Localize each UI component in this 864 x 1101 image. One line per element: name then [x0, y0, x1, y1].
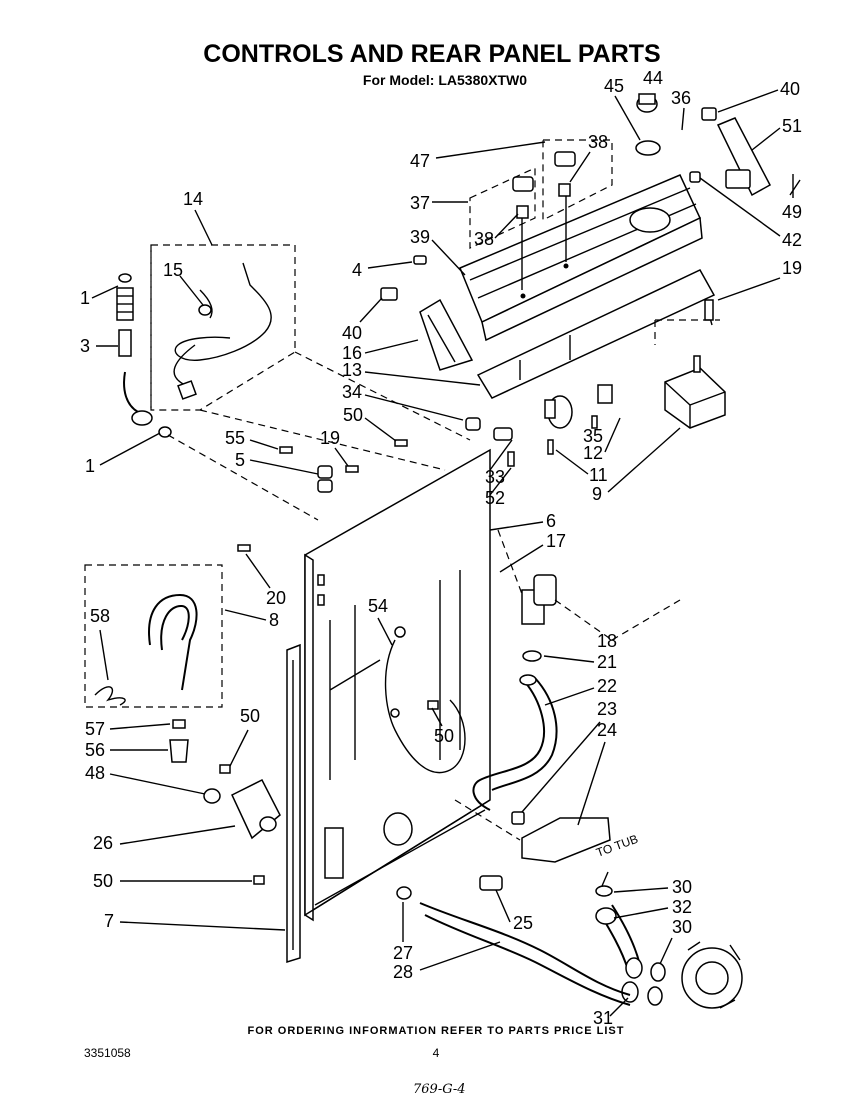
- handwritten-code: 769-G-4: [413, 1082, 466, 1097]
- ordering-note: FOR ORDERING INFORMATION REFER TO PARTS …: [248, 1025, 625, 1037]
- callout-33: 33: [485, 467, 505, 487]
- callout-27: 27: [393, 943, 413, 963]
- callout-42: 42: [782, 230, 802, 250]
- knob-group-box-37: [469, 167, 536, 249]
- callout-38: 38: [588, 132, 608, 152]
- control-knobs: [512, 93, 661, 290]
- callout-17: 17: [546, 531, 566, 551]
- callout-50: 50: [343, 405, 363, 425]
- drain-hose-kit: [84, 564, 223, 763]
- doc-number: 3351058: [84, 1046, 131, 1060]
- console-panel: [459, 174, 703, 342]
- callout-6: 6: [546, 511, 556, 531]
- assembly-lines: [167, 319, 720, 841]
- to-tub-arrow: [601, 871, 609, 887]
- callout-56: 56: [85, 740, 105, 760]
- callout-20: 20: [266, 588, 286, 608]
- callout-44: 44: [643, 68, 663, 88]
- callout-19: 19: [320, 428, 340, 448]
- callout-45: 45: [604, 76, 624, 96]
- callout-37: 37: [410, 193, 430, 213]
- callout-49: 49: [782, 202, 802, 222]
- selector-switches: [465, 384, 613, 467]
- knob-group-box-47: [542, 139, 613, 221]
- callout-23: 23: [597, 699, 617, 719]
- callout-12: 12: [583, 443, 603, 463]
- callout-40: 40: [342, 323, 362, 343]
- callout-36: 36: [671, 88, 691, 108]
- callout-21: 21: [597, 652, 617, 672]
- callout-25: 25: [513, 913, 533, 933]
- callout-24: 24: [597, 720, 617, 740]
- callout-47: 47: [410, 151, 430, 171]
- callout-54: 54: [368, 596, 388, 616]
- callout-3: 3: [80, 336, 90, 356]
- callout-26: 26: [93, 833, 113, 853]
- callout-58: 58: [90, 606, 110, 626]
- callout-30: 30: [672, 877, 692, 897]
- model-subtitle: For Model: LA5380XTW0: [363, 72, 527, 88]
- callout-40: 40: [780, 79, 800, 99]
- page-number: 4: [433, 1046, 440, 1060]
- callout-1: 1: [85, 456, 95, 476]
- callout-38: 38: [474, 229, 494, 249]
- callout-28: 28: [393, 962, 413, 982]
- end-cap-left: [380, 255, 474, 371]
- callout-16: 16: [342, 343, 362, 363]
- air-dome: [511, 811, 611, 863]
- drain-hose: [396, 875, 631, 1006]
- callout-18: 18: [597, 631, 617, 651]
- callout-35: 35: [583, 426, 603, 446]
- timer-switch: [664, 355, 726, 429]
- callout-8: 8: [269, 610, 279, 630]
- callout-9: 9: [592, 484, 602, 504]
- end-cap-right: [689, 107, 801, 197]
- callout-52: 52: [485, 488, 505, 508]
- callout-11: 11: [589, 465, 608, 485]
- callout-15: 15: [163, 260, 183, 280]
- callout-39: 39: [410, 227, 430, 247]
- callout-31: 31: [593, 1008, 613, 1028]
- page-title: CONTROLS AND REAR PANEL PARTS: [203, 40, 660, 68]
- fill-hose: [472, 674, 558, 811]
- inlet-hose-fitting: [116, 273, 172, 438]
- callouts: 1 3 1 14 15 55 5 19 50 34 13 16 40 4 39 …: [80, 68, 802, 1028]
- callout-30: 30: [672, 917, 692, 937]
- pump-bracket: [203, 764, 281, 885]
- callout-34: 34: [342, 382, 362, 402]
- callout-7: 7: [104, 911, 114, 931]
- callout-13: 13: [342, 360, 362, 380]
- callout-22: 22: [597, 676, 617, 696]
- callout-14: 14: [183, 189, 203, 209]
- callout-32: 32: [672, 897, 692, 917]
- drain-pump: [595, 885, 743, 1009]
- callout-50: 50: [93, 871, 113, 891]
- callout-55: 55: [225, 428, 245, 448]
- callout-50: 50: [434, 726, 454, 746]
- callout-57: 57: [85, 719, 105, 739]
- callout-19: 19: [782, 258, 802, 278]
- rear-panel: [304, 448, 491, 922]
- water-valve: [521, 574, 557, 662]
- callout-48: 48: [85, 763, 105, 783]
- power-cord-kit: [150, 244, 296, 411]
- callout-50: 50: [240, 706, 260, 726]
- callout-5: 5: [235, 450, 245, 470]
- hinge-strip: [286, 643, 301, 964]
- callout-4: 4: [352, 260, 362, 280]
- callout-1: 1: [80, 288, 90, 308]
- callout-51: 51: [782, 116, 802, 136]
